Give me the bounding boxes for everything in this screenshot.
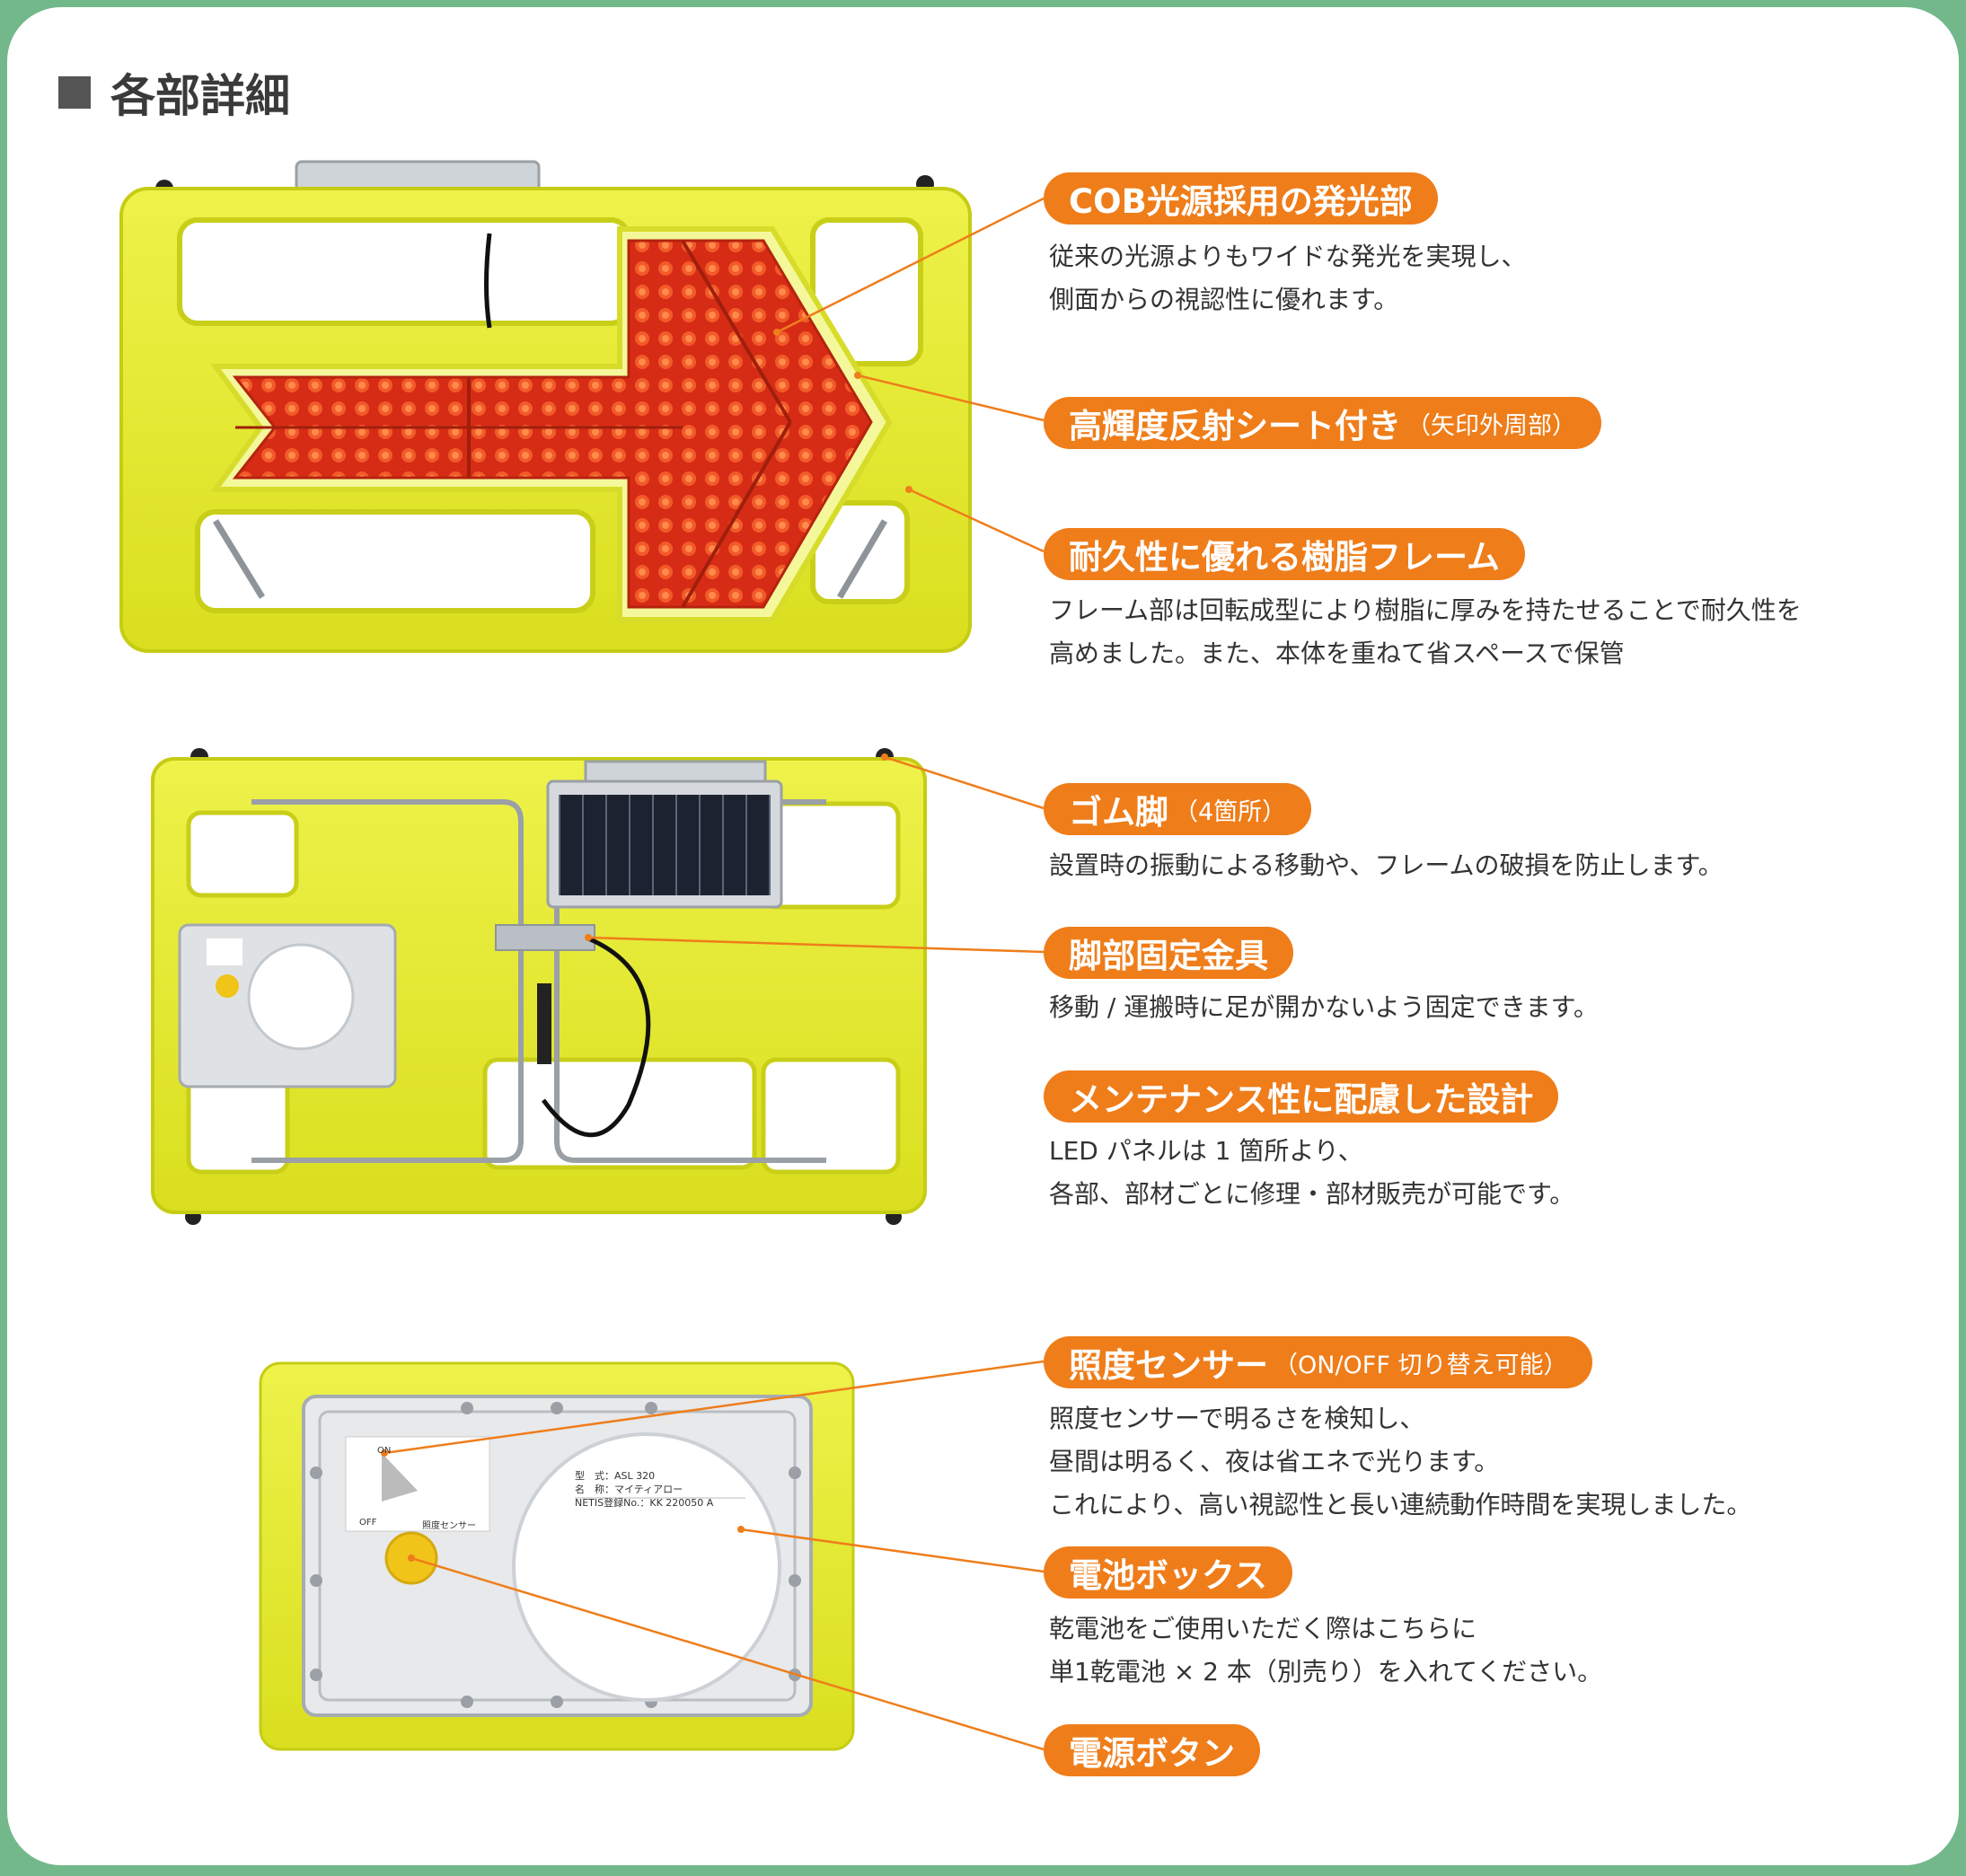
feature-sub: （矢印外周部） (1406, 411, 1576, 440)
feature-sub: （4箇所） (1174, 797, 1287, 826)
feature-desc-rubber-feet: 設置時の振動による移動や、フレームの破損を防止します。 (1049, 844, 1724, 887)
front-panel-image (119, 160, 972, 653)
feature-label: COB光源採用の発光部 (1069, 182, 1413, 221)
feature-pill-maintenance: メンテナンス性に配慮した設計 (1044, 1070, 1559, 1123)
desc-line: 乾電池をご使用いただく際はこちらに (1049, 1614, 1477, 1643)
feature-pill-battery-box: 電池ボックス (1044, 1546, 1292, 1599)
control-box-closeup-image (259, 1361, 855, 1751)
plate-netis: NETIS登録No.：KK 220050 A (575, 1497, 714, 1509)
sensor-on-label: ON (377, 1446, 392, 1456)
feature-label: 高輝度反射シート付き (1069, 407, 1401, 445)
feature-pill-light-sensor: 照度センサー（ON/OFF 切り替え可能） (1044, 1336, 1593, 1388)
feature-pill-rubber-feet: ゴム脚（4箇所） (1044, 783, 1312, 835)
back-panel-image (151, 748, 927, 1225)
sensor-off-label: OFF (359, 1518, 377, 1528)
desc-line: 単1乾電池 × 2 本（別売り）を入れてください。 (1049, 1657, 1603, 1687)
feature-label: 電源ボタン (1069, 1734, 1235, 1773)
feature-desc-light-sensor: 照度センサーで明るさを検知し、 昼間は明るく、夜は省エネで光ります。 これにより… (1049, 1397, 1751, 1527)
feature-pill-cob: COB光源採用の発光部 (1044, 172, 1438, 225)
section-title: 各部詳細 (58, 61, 290, 124)
feature-label: 照度センサー (1069, 1346, 1268, 1385)
feature-pill-reflective: 高輝度反射シート付き（矢印外周部） (1044, 397, 1601, 449)
feature-label: 電池ボックス (1069, 1556, 1267, 1595)
desc-line: 高めました。また、本体を重ねて省スペースで保管 (1049, 639, 1625, 668)
feature-desc-leg-bracket: 移動 / 運搬時に足が開かないよう固定できます。 (1049, 986, 1599, 1029)
feature-label: 耐久性に優れる樹脂フレーム (1069, 538, 1500, 577)
desc-line: 従来の光源よりもワイドな発光を実現し、 (1049, 242, 1527, 271)
desc-line: 昼間は明るく、夜は省エネで光ります。 (1049, 1447, 1500, 1476)
feature-label: ゴム脚 (1069, 793, 1168, 832)
plate-name: 名 称：マイティアロー (575, 1484, 683, 1495)
feature-sub: （ON/OFF 切り替え可能） (1274, 1351, 1568, 1379)
desc-line: 照度センサーで明るさを検知し、 (1049, 1404, 1425, 1433)
desc-line: 移動 / 運搬時に足が開かないよう固定できます。 (1049, 992, 1599, 1022)
feature-desc-maintenance: LED パネルは 1 箇所より、 各部、部材ごとに修理・部材販売が可能です。 (1049, 1130, 1574, 1216)
desc-line: 各部、部材ごとに修理・部材販売が可能です。 (1049, 1179, 1575, 1209)
feature-desc-battery-box: 乾電池をご使用いただく際はこちらに 単1乾電池 × 2 本（別売り）を入れてくだ… (1049, 1607, 1602, 1694)
feature-label: メンテナンス性に配慮した設計 (1069, 1080, 1534, 1119)
sensor-caption: 照度センサー (422, 1521, 476, 1531)
feature-desc-frame: フレーム部は回転成型により樹脂に厚みを持たせることで耐久性を 高めました。また、… (1049, 589, 1802, 675)
leader-lines (384, 197, 1045, 1751)
feature-pill-leg-bracket: 脚部固定金具 (1044, 927, 1293, 979)
desc-line: 側面からの視認性に優れます。 (1049, 285, 1399, 314)
feature-pill-power-button: 電源ボタン (1044, 1724, 1260, 1776)
feature-label: 脚部固定金具 (1069, 937, 1268, 975)
desc-line: フレーム部は回転成型により樹脂に厚みを持たせることで耐久性を (1049, 595, 1802, 625)
feature-desc-cob: 従来の光源よりもワイドな発光を実現し、 側面からの視認性に優れます。 (1049, 235, 1526, 321)
feature-pill-frame: 耐久性に優れる樹脂フレーム (1044, 528, 1525, 580)
desc-line: これにより、高い視認性と長い連続動作時間を実現しました。 (1049, 1490, 1752, 1519)
square-bullet-icon (58, 76, 91, 109)
plate-model: 型 式：ASL 320 (575, 1470, 656, 1482)
desc-line: 設置時の振動による移動や、フレームの破損を防止します。 (1049, 850, 1724, 880)
heading-text: 各部詳細 (110, 70, 290, 122)
desc-line: LED パネルは 1 箇所より、 (1049, 1136, 1363, 1166)
